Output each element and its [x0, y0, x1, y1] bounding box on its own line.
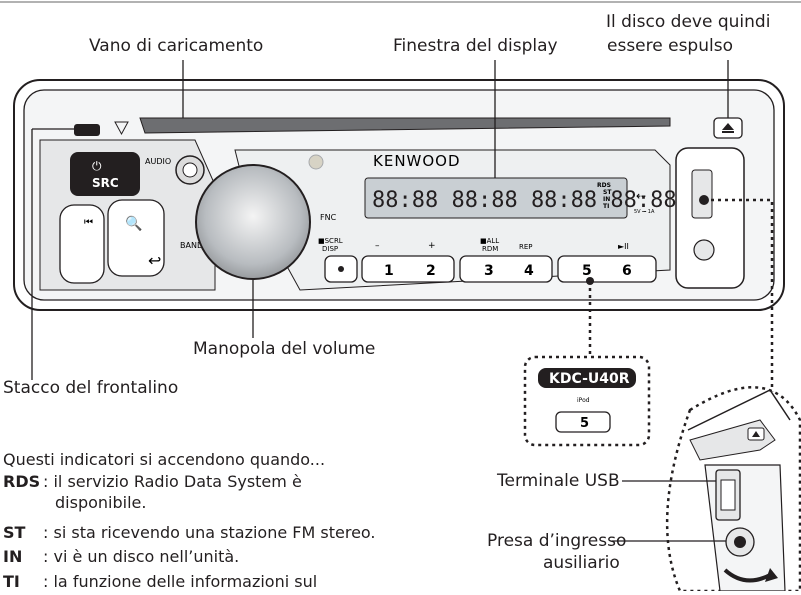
badge-preset-button: [555, 411, 611, 433]
label-aux-line2: ausiliario: [543, 553, 620, 573]
display-digits: 88:88 88:88 88:88 88:88: [372, 188, 677, 213]
display-window: [364, 177, 628, 219]
zoom-aux-hole: [734, 536, 746, 548]
indicator-code: TI: [3, 572, 20, 591]
indicator-st-lcd: ST: [603, 189, 612, 196]
zoom-edge-top: [687, 389, 791, 431]
indicator-ti: TI: la funzione delle informazioni sul: [3, 572, 318, 591]
preset-6-label: 6: [622, 263, 632, 279]
badge-preset-label: 5: [580, 416, 589, 431]
zoom-arrow-head-icon: [765, 568, 778, 582]
preset-3-label: 3: [484, 263, 494, 279]
usb-icon: ⇠: [636, 189, 646, 203]
back-icon: ↩: [148, 251, 161, 270]
src-label: SRC: [92, 176, 119, 190]
scrl-label: ■SCRL: [318, 237, 343, 245]
preset-1-label: 1: [384, 263, 394, 279]
loading-slot: [139, 117, 671, 134]
brand-logo: KENWOOD: [373, 152, 461, 170]
preset-button-3-4[interactable]: [459, 255, 553, 283]
eject-icon: [722, 123, 734, 130]
indicator-st: ST: si sta ricevendo una stazione FM ste…: [3, 523, 376, 542]
all-label: ■ALL: [480, 237, 499, 245]
kdc-model: KDC-U40R: [549, 371, 630, 387]
label-eject-line2: essere espulso: [607, 36, 733, 56]
eject-icon-bar: [722, 131, 734, 133]
label-eject-line1: Il disco deve quindi: [606, 12, 771, 32]
preset-4-label: 4: [524, 263, 534, 279]
fnc-label: FNC: [320, 213, 337, 222]
usb-dotted-leader: [704, 198, 774, 395]
plus-label: +: [428, 241, 436, 251]
indicator-text: vi è un disco nell’unità.: [53, 547, 240, 566]
minus-label: –: [375, 241, 380, 251]
usb-rating: 5V ⎓ 1A: [634, 209, 655, 215]
label-aux-line1: Presa d’ingresso: [487, 531, 627, 551]
play-pause-label: ►II: [618, 242, 629, 251]
indicator-code: ST: [3, 523, 26, 542]
label-usb-terminal: Terminale USB: [497, 471, 620, 491]
volume-knob[interactable]: [195, 164, 311, 280]
label-loading-slot: Vano di caricamento: [89, 36, 264, 56]
band-label: BAND: [180, 241, 203, 250]
zoom-usb-slot: [720, 479, 736, 511]
src-power-icon: ⏻: [92, 159, 102, 173]
indicator-rds: RDS: il servizio Radio Data System è: [3, 472, 302, 491]
indicator-code: RDS: [3, 472, 41, 491]
aux-port-front: [693, 239, 715, 261]
indicator-rds-cont: disponibile.: [55, 493, 147, 512]
skip-rocker[interactable]: [59, 204, 105, 284]
audio-label: AUDIO: [145, 157, 171, 166]
search-back-rocker[interactable]: [107, 199, 165, 277]
rdm-label: RDM: [482, 245, 498, 253]
indicator-in-lcd: IN: [603, 196, 610, 203]
ipod-label: iPod: [577, 397, 590, 404]
src-button[interactable]: [70, 152, 140, 196]
indicator-rds-lcd: RDS: [597, 182, 611, 189]
disp-label: DISP: [322, 245, 338, 253]
preset-button-1-2[interactable]: [361, 255, 455, 283]
label-display-window: Finestra del display: [393, 36, 558, 56]
zoom-eject-icon: [752, 431, 760, 437]
indicators-intro: Questi indicatori si accendono quando...: [3, 450, 326, 469]
indicator-code: IN: [3, 547, 23, 566]
kdc-badge-pill: [538, 368, 636, 388]
indicator-ti-lcd: TI: [603, 203, 609, 210]
label-faceplate-release: Stacco del frontalino: [3, 378, 179, 398]
release-button[interactable]: [74, 124, 100, 136]
zoom-cover-arrow: [723, 568, 771, 583]
preset-5-label: 5: [582, 263, 592, 279]
illumination-dot: [308, 154, 324, 170]
preset-button-5-6[interactable]: [557, 255, 657, 283]
release-arrow-icon: [114, 121, 129, 136]
label-volume-knob: Manopola del volume: [193, 339, 376, 359]
preset-2-label: 2: [426, 263, 436, 279]
indicator-text: la funzione delle informazioni sul: [53, 572, 318, 591]
search-icon: 🔍: [125, 214, 142, 232]
rep-label: REP: [519, 243, 533, 251]
indicator-in: IN: vi è un disco nell’unità.: [3, 547, 240, 566]
audio-button-center: [182, 162, 198, 178]
disp-dot-icon: [338, 266, 344, 272]
indicator-text: si sta ricevendo una stazione FM stereo.: [53, 523, 376, 542]
indicator-text: il servizio Radio Data System è: [53, 472, 302, 491]
skip-back-icon: ⏮: [84, 217, 93, 228]
usb-port-front: [691, 169, 713, 219]
